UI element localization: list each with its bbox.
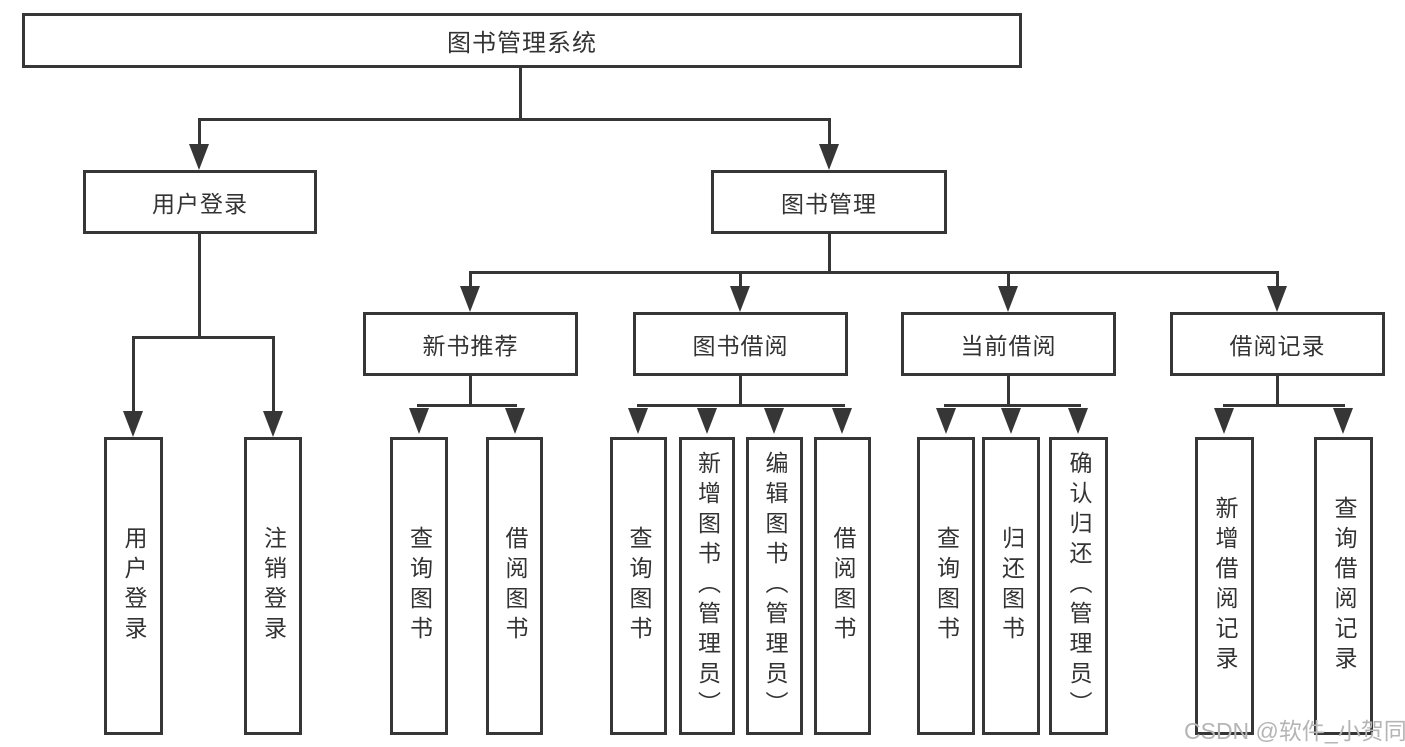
connector-newbook-drop [469,271,472,288]
leaf-current-query-label: 查询图书 [933,526,960,646]
node-user-login: 用户登录 [83,170,317,234]
node-book-borrow-label: 图书借阅 [692,333,789,359]
arrowhead-borrow-leaf1 [628,408,648,434]
leaf-records-add: 新增借阅记录 [1195,437,1254,735]
arrowhead-newbook-leaf2 [505,408,525,434]
leaf-logout-label: 注销登录 [260,526,287,646]
connector-borrow-stem [739,376,742,406]
leaf-user-login: 用户登录 [104,437,163,735]
leaf-newbook-borrow-label: 借阅图书 [502,526,528,646]
arrowhead-newbook-leaf1 [409,408,429,434]
arrowhead-records [1267,286,1287,312]
arrowhead-newbook [460,286,480,312]
leaf-borrow-borrow-book-label: 借阅图书 [830,526,856,646]
arrowhead-borrow-leaf2 [697,408,717,434]
node-book-management: 图书管理 [711,170,947,234]
csdn-watermark: CSDN @软件_小贺同学 [1184,718,1405,744]
leaf-borrow-add-book-admin: 新增图书（管理员） [679,437,735,735]
leaf-current-confirm-return-admin-label: 确认归还（管理员） [1066,451,1092,721]
connector-records-stem [1276,376,1279,406]
leaf-current-query: 查询图书 [917,437,975,735]
arrowhead-borrow-leaf4 [832,408,852,434]
connector-current-rail [944,404,1081,407]
arrowhead-current-leaf2 [1001,408,1021,434]
leaf-borrow-borrow-book: 借阅图书 [814,437,871,735]
connector-root-stem [519,68,522,118]
node-user-login-label: 用户登录 [152,191,248,217]
connector-mgmt-drop [828,118,831,146]
leaf-logout: 注销登录 [244,437,302,735]
leaf-records-add-label: 新增借阅记录 [1212,496,1238,676]
node-new-book-recommend: 新书推荐 [363,312,578,376]
leaf-borrow-query: 查询图书 [610,437,667,735]
connector-mgmt-stem [828,234,831,272]
arrowhead-borrow-leaf3 [764,408,784,434]
leaf-current-confirm-return-admin: 确认归还（管理员） [1049,437,1108,735]
leaf-newbook-query-label: 查询图书 [406,526,433,646]
node-book-management-label: 图书管理 [781,191,877,217]
connector-level3-rail [469,271,1279,274]
connector-current-stem [1007,376,1010,406]
connector-newbook-stem [469,376,472,406]
arrowhead-current [998,286,1018,312]
node-library-system: 图书管理系统 [22,13,1022,68]
leaf-current-return-label: 归还图书 [998,526,1025,646]
node-borrow-records: 借阅记录 [1170,312,1385,376]
leaf-records-query-label: 查询借阅记录 [1331,496,1357,676]
connector-records-rail [1223,404,1345,407]
leaf-records-query: 查询借阅记录 [1314,437,1373,735]
node-borrow-records-label: 借阅记录 [1229,333,1326,359]
arrowhead-current-leaf3 [1068,408,1088,434]
connector-login-leaf2-drop [272,336,275,412]
connector-login-rail [132,336,275,339]
connector-current-drop [1007,271,1010,288]
arrowhead-mgmt [819,144,839,170]
connector-borrow-rail [637,404,845,407]
leaf-newbook-query: 查询图书 [390,437,448,735]
connector-login-drop [198,118,201,146]
leaf-borrow-edit-book-admin-label: 编辑图书（管理员） [762,451,788,721]
arrowhead-login [189,144,209,170]
leaf-borrow-add-book-admin-label: 新增图书（管理员） [694,451,721,721]
node-book-borrow: 图书借阅 [633,312,848,376]
leaf-borrow-query-label: 查询图书 [626,526,652,646]
leaf-newbook-borrow: 借阅图书 [486,437,543,735]
node-current-borrow: 当前借阅 [901,312,1116,376]
connector-login-leaf1-drop [132,336,135,412]
leaf-current-return: 归还图书 [982,437,1040,735]
connector-newbook-rail [417,404,517,407]
leaf-borrow-edit-book-admin: 编辑图书（管理员） [746,437,803,735]
node-new-book-recommend-label: 新书推荐 [422,333,519,359]
leaf-user-login-label: 用户登录 [121,526,147,646]
arrowhead-records-leaf2 [1333,408,1353,434]
connector-records-drop [1276,271,1279,288]
node-library-system-label: 图书管理系统 [447,30,597,57]
arrowhead-login-leaf2 [263,411,283,437]
connector-level2-rail [198,118,831,121]
arrowhead-records-leaf1 [1214,408,1234,434]
connector-login-stem [198,234,201,336]
node-current-borrow-label: 当前借阅 [960,333,1057,359]
arrowhead-borrow [730,286,750,312]
arrowhead-login-leaf1 [123,411,143,437]
arrowhead-current-leaf1 [936,408,956,434]
connector-borrow-drop [739,271,742,288]
